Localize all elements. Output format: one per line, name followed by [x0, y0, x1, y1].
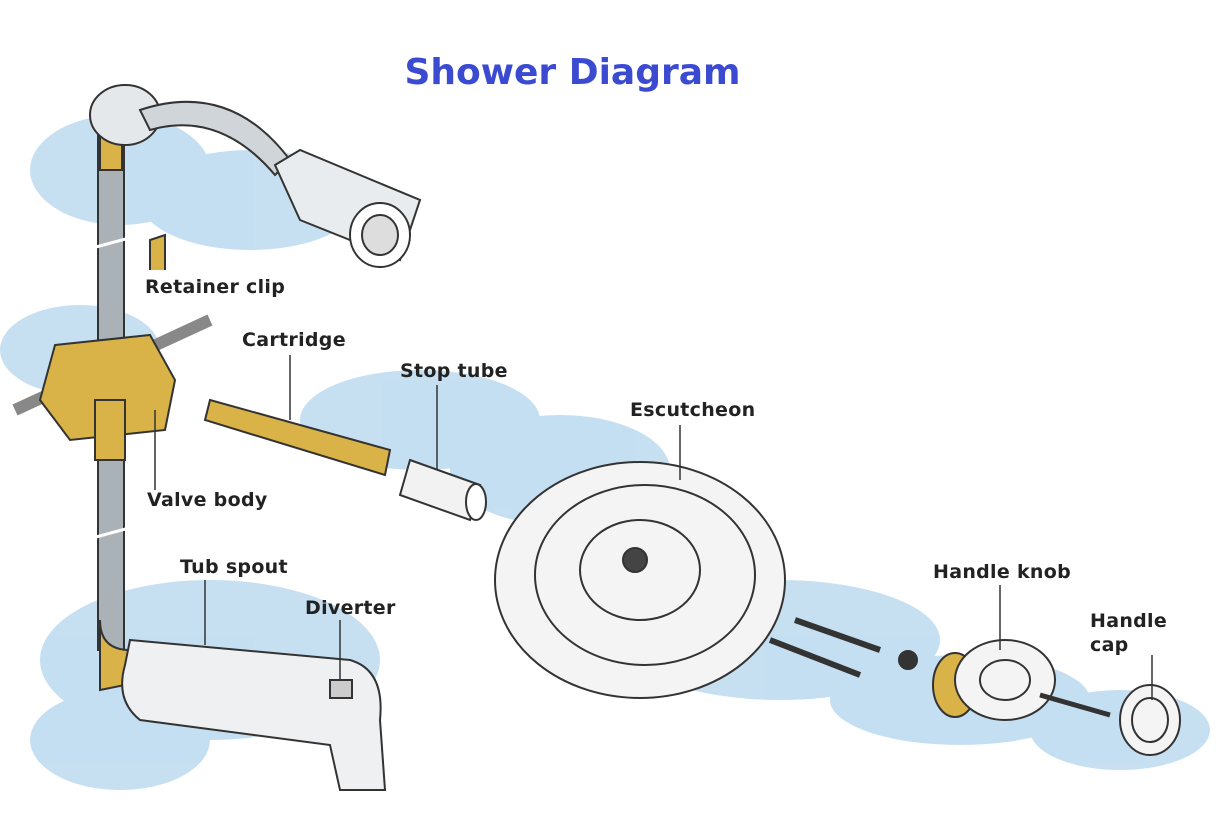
label-escutcheon: Escutcheon: [630, 399, 756, 421]
handle-cap-part: [1119, 655, 1181, 756]
shower-arm-and-head: [89, 84, 422, 268]
tub-spout-part: [99, 580, 387, 791]
stop-tube-part: [398, 385, 487, 522]
label-handle-cap-line2: cap: [1090, 634, 1129, 656]
valve-body-part: [12, 314, 213, 490]
label-valve-body: Valve body: [147, 489, 268, 511]
screws-part: [768, 617, 918, 678]
handle-knob-part: [932, 585, 1111, 721]
label-stop-tube: Stop tube: [400, 360, 508, 382]
label-cartridge: Cartridge: [242, 329, 346, 351]
diagram-title: Shower Diagram: [404, 52, 741, 93]
escutcheon-part: [494, 425, 786, 699]
retainer-clip-part: [149, 233, 166, 270]
label-handle-knob: Handle knob: [933, 561, 1071, 583]
label-tub-spout: Tub spout: [180, 556, 288, 578]
label-handle-cap: Handle cap: [1090, 609, 1167, 657]
label-handle-cap-line1: Handle: [1090, 610, 1168, 632]
cartridge-part: [203, 355, 392, 477]
label-diverter: Diverter: [305, 597, 396, 619]
label-retainer-clip: Retainer clip: [145, 276, 286, 298]
